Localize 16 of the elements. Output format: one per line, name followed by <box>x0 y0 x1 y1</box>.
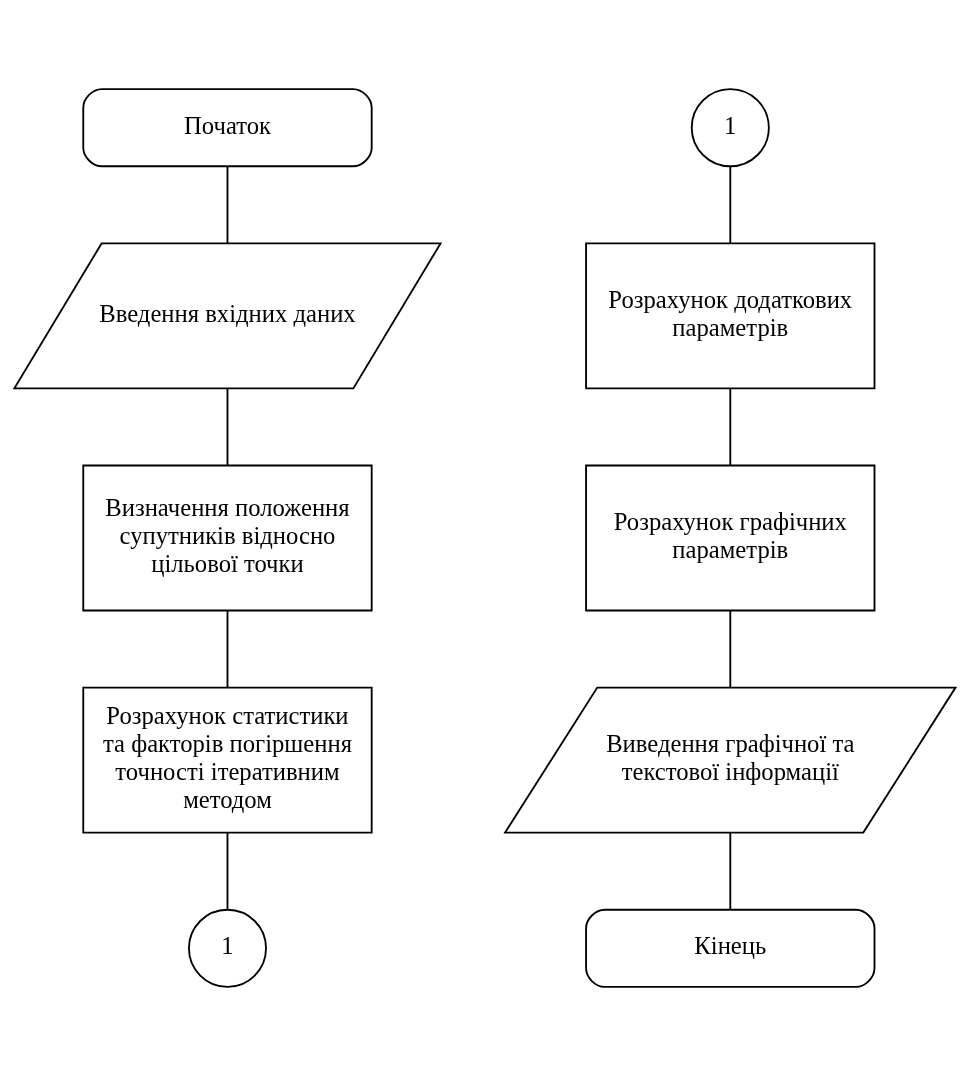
connector <box>729 831 732 910</box>
node-box: Розрахунок додаткових параметрів <box>585 242 876 389</box>
node-box: Визначення положення супутників відносно цільової точки <box>82 464 373 611</box>
connector <box>226 831 229 910</box>
node-box: Початок <box>82 87 373 167</box>
connector <box>226 165 229 244</box>
connector <box>729 165 732 244</box>
connector <box>729 387 732 466</box>
connector <box>729 609 732 688</box>
node-box: Розрахунок графічних параметрів <box>585 464 876 611</box>
connector <box>226 387 229 466</box>
connector <box>226 609 229 688</box>
node-circle: 1 <box>188 908 267 988</box>
node-box: Розрахунок статистики та факторів погіршення точності ітеративним методом <box>82 686 373 833</box>
node-circle: 1 <box>690 87 770 167</box>
node-box: Кінець <box>585 908 876 988</box>
